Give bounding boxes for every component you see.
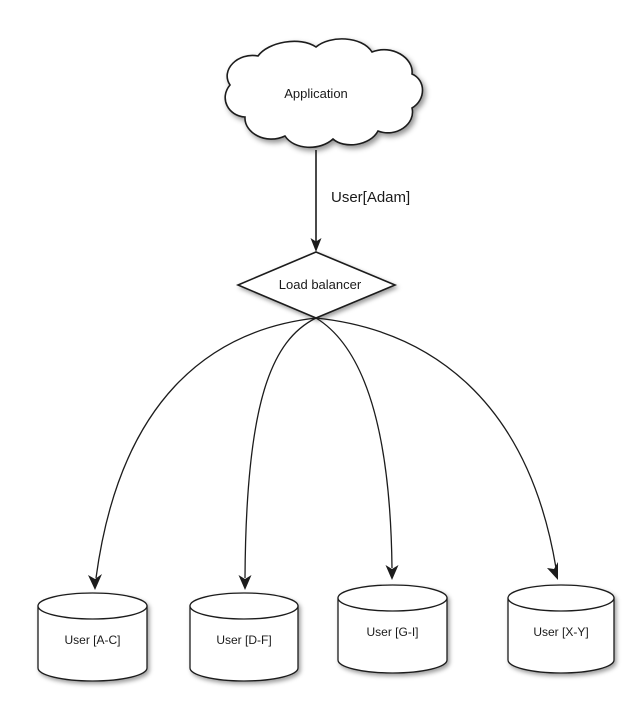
- node-database-3[interactable]: User [X-Y]: [507, 584, 615, 674]
- node-database-2[interactable]: User [G-I]: [337, 584, 448, 674]
- node-database-1[interactable]: User [D-F]: [189, 592, 299, 682]
- application-label: Application: [284, 86, 348, 101]
- load-balancer-label: Load balancer: [279, 277, 362, 292]
- database-label-1: User [D-F]: [216, 633, 271, 647]
- edge-label-user-adam: User[Adam]: [331, 189, 410, 206]
- arrowhead-icon: [88, 574, 102, 590]
- edge-application-to-load-balancer: User[Adam]: [310, 150, 410, 252]
- edge-load-balancer-to-db-ac: [88, 317, 317, 590]
- node-application[interactable]: Application: [224, 38, 424, 149]
- arrowhead-icon: [385, 565, 399, 580]
- arrowhead-icon: [547, 562, 558, 580]
- database-label-0: User [A-C]: [64, 633, 120, 647]
- edge-load-balancer-to-db-df: [238, 317, 317, 590]
- database-label-2: User [G-I]: [366, 625, 418, 639]
- arrowhead-icon: [310, 238, 322, 252]
- node-database-0[interactable]: User [A-C]: [37, 592, 148, 682]
- database-label-3: User [X-Y]: [533, 625, 588, 639]
- edge-load-balancer-to-db-gi: [315, 317, 399, 580]
- arrowhead-icon: [238, 575, 252, 590]
- node-load-balancer[interactable]: Load balancer: [235, 251, 398, 319]
- edge-load-balancer-to-db-xy: [315, 317, 558, 580]
